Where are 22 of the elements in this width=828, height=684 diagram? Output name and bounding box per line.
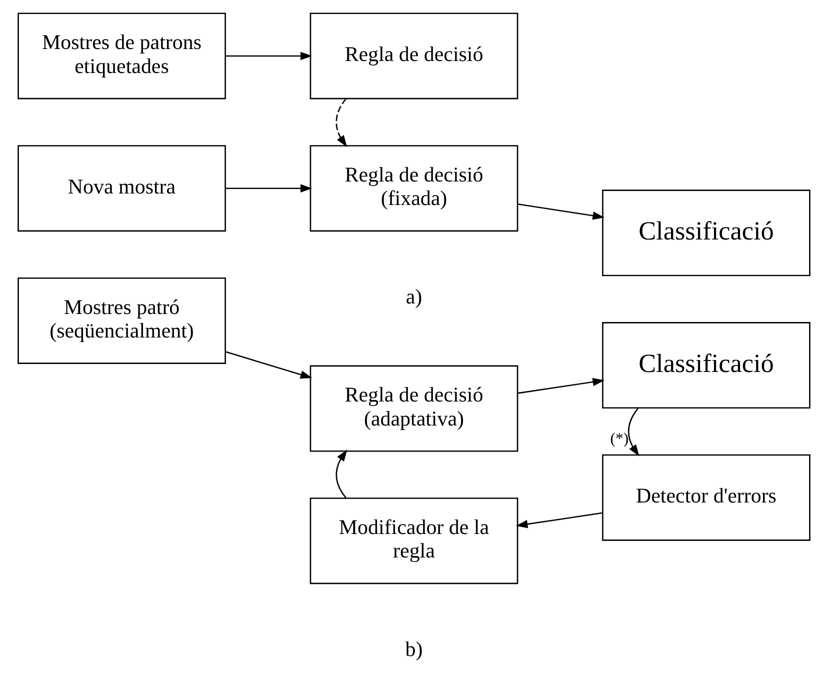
arrow [336,450,348,498]
label: a) [406,284,422,308]
edge-label: (*) [610,430,629,448]
arrow [628,407,640,456]
node-box: Nova mostra [18,145,226,232]
arrow [336,98,348,148]
node-box: Mostres patró (seqüencialment) [18,277,226,364]
arrow [226,184,312,192]
node-box: Mostres de patrons etiquetades [18,12,226,100]
node-box: Regla de decisió (adaptativa) [310,365,518,452]
arrow [518,203,605,220]
arrow [226,52,312,60]
node-box: Regla de decisió [310,12,518,100]
arrow [518,378,605,394]
label: b) [405,636,423,661]
node-box: Classificació [602,322,810,408]
node-box: Regla de decisió (fixada) [310,145,518,232]
node-box: Classificació [602,190,810,276]
node-box: Detector d'errors [602,454,810,541]
node-box: Modificador de la regla [310,498,518,584]
arrow [225,351,312,379]
arrow [516,512,603,528]
